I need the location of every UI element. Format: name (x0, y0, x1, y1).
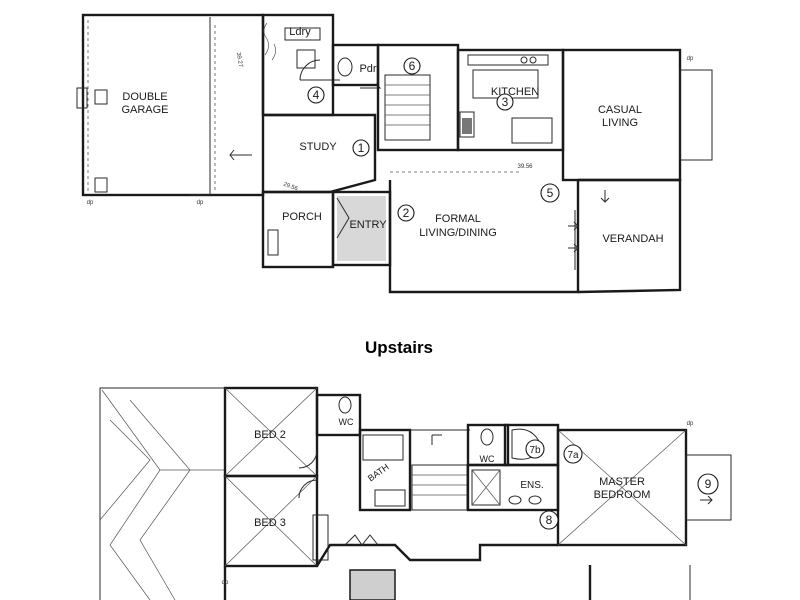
ground-markers: 1 2 3 4 5 6 (307, 57, 560, 222)
kitchen-label: KITCHEN (491, 86, 539, 98)
study-room: STUDY 29.56 (229, 113, 377, 194)
marker-7a (563, 444, 583, 464)
entry-label: ENTRY (349, 219, 387, 231)
master-bedroom-room: MASTER BEDROOM dp (556, 421, 732, 547)
wc-1-label: WC (339, 417, 354, 427)
study-label: STUDY (299, 141, 337, 153)
master-label-line2: BEDROOM (594, 489, 651, 501)
marker-3-label: 3 (502, 95, 509, 109)
formal-living-dining-room: FORMAL LIVING/DINING 39.56 (388, 164, 580, 294)
bath-label: BATH (366, 462, 391, 484)
wc-2-label: WC (480, 454, 495, 464)
marker-7b-label: 7b (529, 445, 541, 456)
garage-dp-label: dp (87, 200, 94, 206)
upper-dp-label: dp (222, 580, 229, 586)
marker-4 (307, 86, 325, 104)
wc-2-room: WC (466, 423, 510, 467)
marker-2-label: 2 (403, 206, 410, 220)
casual-living-label-line2: LIVING (602, 117, 638, 129)
verandah-area: VERANDAH (577, 178, 682, 294)
bed-2-room: BED 2 (223, 386, 319, 478)
formal-dimension: 39.56 (517, 164, 533, 170)
laundry-area: Ldry (261, 13, 340, 117)
marker-4-label: 4 (313, 88, 320, 102)
roof-outline (99, 387, 225, 600)
marker-8 (539, 510, 559, 530)
powder-and-stair: Pdr (331, 43, 460, 152)
porch-area: PORCH (261, 190, 335, 269)
verandah-label: VERANDAH (602, 233, 663, 245)
casual-dp-label: dp (687, 56, 694, 62)
marker-8-label: 8 (546, 513, 553, 527)
garage-label-line2: GARAGE (121, 104, 168, 116)
casual-living-room: CASUAL LIVING dp (561, 48, 713, 182)
master-label-line1: MASTER (599, 476, 645, 488)
marker-2 (397, 204, 415, 222)
wc-1-room: WC (315, 393, 362, 437)
bath-room: BATH (358, 428, 412, 512)
garage-label-line1: DOUBLE (122, 91, 167, 103)
upper-stair (410, 429, 470, 511)
bed-2-label: BED 2 (254, 429, 286, 441)
bed-3-room: BED 3 (223, 474, 329, 568)
marker-6 (403, 57, 421, 75)
upper-floor-plan: BED 2 BED 3 WC BATH (99, 386, 732, 600)
marker-5 (540, 183, 560, 203)
master-dp-label: dp (687, 421, 694, 427)
marker-7a-label: 7a (567, 450, 579, 461)
formal-label-line1: FORMAL (435, 213, 481, 225)
ensuite-room: ENS. (466, 463, 560, 512)
marker-3 (496, 93, 514, 111)
marker-1 (352, 139, 370, 157)
upper-markers: 7b 7a 8 9 (525, 439, 719, 530)
garage-dimension: 39.27 (235, 52, 244, 68)
marker-9-label: 9 (705, 477, 712, 491)
double-garage: DOUBLE GARAGE 39.27 dp dp (76, 13, 265, 206)
marker-1-label: 1 (358, 141, 365, 155)
casual-living-label-line1: CASUAL (598, 104, 642, 116)
ground-floor-plan: DOUBLE GARAGE 39.27 dp dp Ldry STUDY 29.… (76, 13, 713, 294)
upstairs-heading: Upstairs (365, 338, 433, 357)
laundry-label: Ldry (289, 26, 311, 38)
formal-label-line2: LIVING/DINING (419, 227, 497, 239)
marker-6-label: 6 (409, 59, 416, 73)
entry-area: ENTRY (331, 190, 392, 267)
powder-label: Pdr (359, 63, 376, 75)
garage-dp-label-2: dp (197, 200, 204, 206)
marker-9 (697, 473, 719, 495)
lower-walls: dp (222, 534, 691, 600)
porch-label: PORCH (282, 211, 322, 223)
ensuite-label: ENS. (520, 480, 543, 491)
marker-5-label: 5 (547, 186, 554, 200)
marker-7b (525, 439, 545, 459)
study-dimension: 29.56 (282, 182, 299, 193)
bed-3-label: BED 3 (254, 517, 286, 529)
